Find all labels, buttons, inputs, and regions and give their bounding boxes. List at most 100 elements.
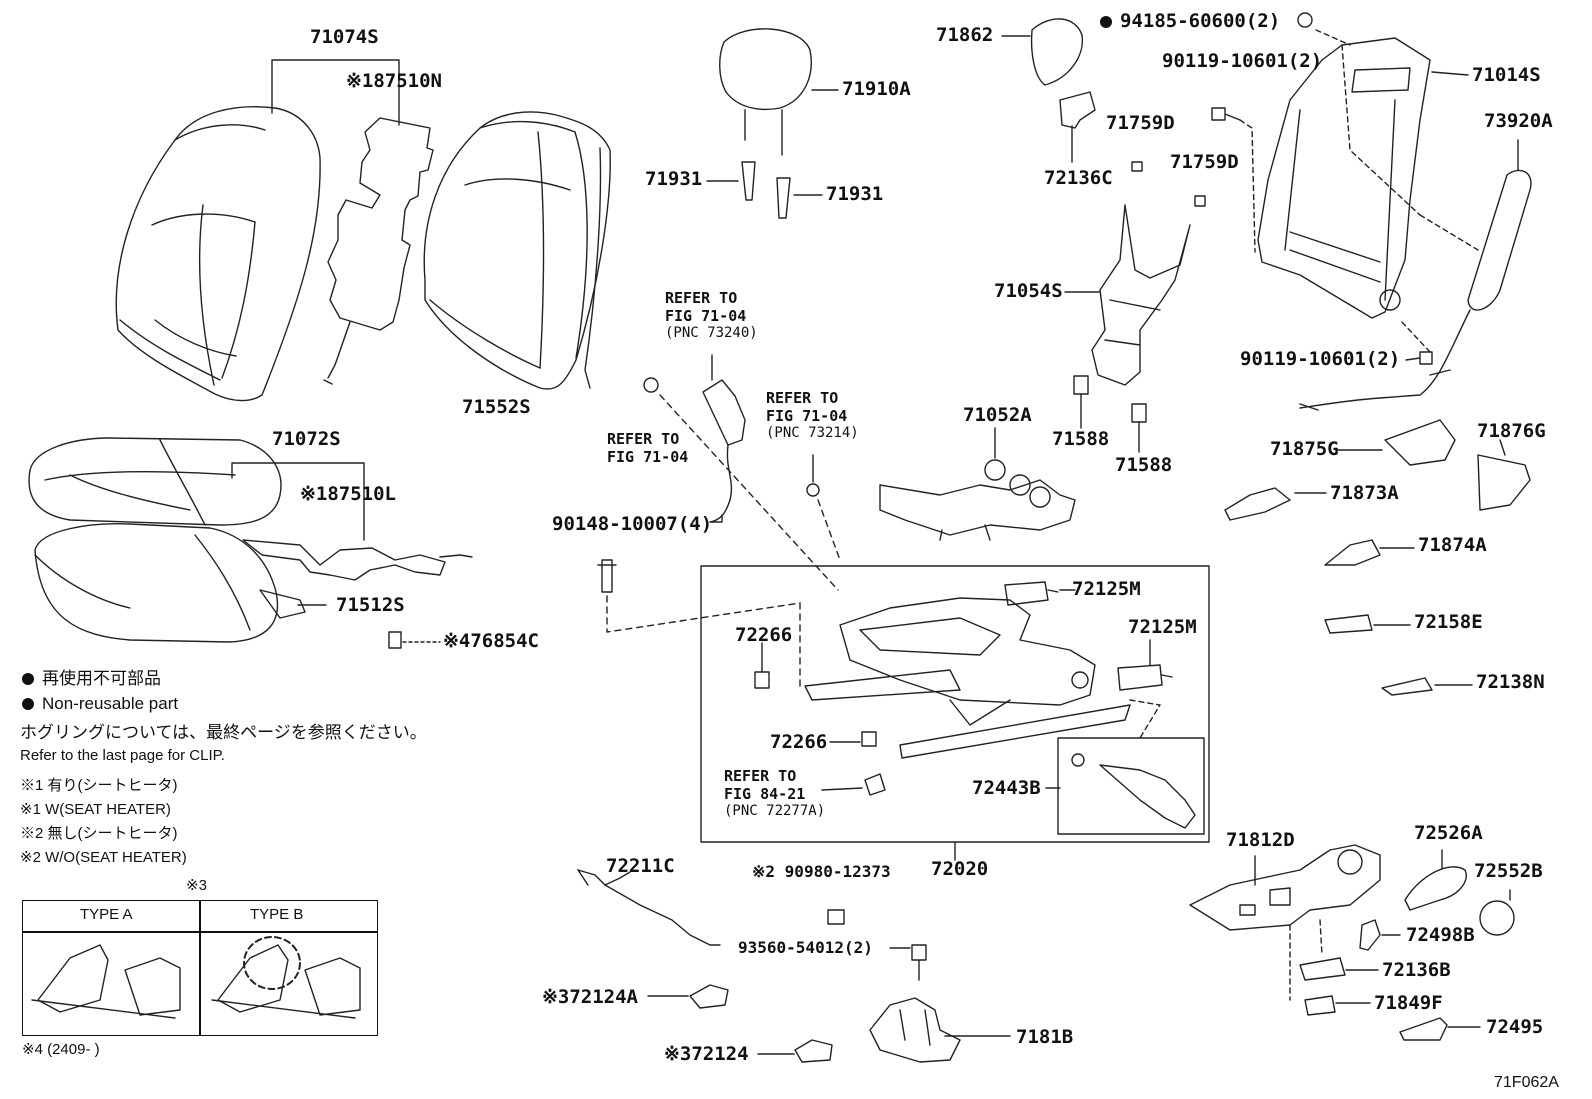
note-3: ※3 bbox=[186, 877, 207, 894]
label-94185-60600[interactable]: 94185-60600(2) bbox=[1100, 12, 1280, 31]
ref-line: REFER TO bbox=[665, 289, 738, 307]
note-text: 再使用不可部品 bbox=[42, 669, 161, 688]
label-7181B[interactable]: 7181B bbox=[1016, 1026, 1074, 1048]
label-73920A[interactable]: 73920A bbox=[1484, 110, 1553, 132]
label-71876G[interactable]: 71876G bbox=[1477, 420, 1546, 442]
subassembly-box bbox=[1057, 737, 1205, 835]
label-72443B[interactable]: 72443B bbox=[972, 777, 1041, 799]
label-72526A[interactable]: 72526A bbox=[1414, 822, 1483, 844]
ref-line: FIG 71-04 bbox=[766, 407, 848, 425]
label-71512S[interactable]: 71512S bbox=[336, 594, 405, 616]
ref-pnc: (PNC 73240) bbox=[665, 325, 758, 341]
label-72136B[interactable]: 72136B bbox=[1382, 959, 1451, 981]
ref-line: REFER TO bbox=[607, 430, 680, 448]
label-72495[interactable]: 72495 bbox=[1486, 1016, 1544, 1038]
seatback-frame-drawing bbox=[1257, 37, 1431, 319]
label-71875G[interactable]: 71875G bbox=[1270, 438, 1339, 460]
label-72211C[interactable]: 72211C bbox=[606, 855, 675, 877]
bracket-drawing bbox=[869, 997, 961, 1063]
cushion-cover-drawing bbox=[28, 437, 282, 526]
non-reusable-dot bbox=[22, 698, 34, 710]
non-reusable-dot bbox=[1100, 16, 1112, 28]
label-71759D-upper[interactable]: 71759D bbox=[1106, 112, 1175, 134]
ref-pnc: (PNC 73214) bbox=[766, 425, 859, 441]
seatback-cover-drawing bbox=[115, 105, 321, 402]
label-71588-right[interactable]: 71588 bbox=[1115, 454, 1173, 476]
label-72124A[interactable]: ※372124A bbox=[542, 986, 638, 1008]
label-71014S[interactable]: 71014S bbox=[1472, 64, 1541, 86]
label-71759D-lower[interactable]: 71759D bbox=[1170, 151, 1239, 173]
label-71931-right[interactable]: 71931 bbox=[826, 183, 884, 205]
label-71873A[interactable]: 71873A bbox=[1330, 482, 1399, 504]
note-nonreusable-en: Non-reusable part bbox=[22, 695, 178, 712]
label-90980-12373[interactable]: ※2 90980-12373 bbox=[752, 862, 891, 881]
label-71874A[interactable]: 71874A bbox=[1418, 534, 1487, 556]
note-1-jp: ※1 有り(シートヒータ) bbox=[20, 777, 178, 794]
label-87510L[interactable]: ※187510L bbox=[300, 483, 396, 505]
cushion-pad-drawing bbox=[34, 523, 306, 643]
ref-line: FIG 71-04 bbox=[607, 448, 689, 466]
label-72138N[interactable]: 72138N bbox=[1476, 671, 1545, 693]
label-71052A[interactable]: 71052A bbox=[963, 404, 1032, 426]
type-legend-divider bbox=[199, 900, 201, 1036]
headrest-drawing bbox=[719, 28, 812, 219]
ref-line: REFER TO bbox=[724, 767, 797, 785]
ref-fig-84-21-pnc-72277A[interactable]: REFER TO FIG 84-21 (PNC 72277A) bbox=[724, 767, 825, 820]
label-72136C[interactable]: 72136C bbox=[1044, 167, 1113, 189]
wiring-drawing bbox=[879, 459, 1076, 541]
label-90119-upper[interactable]: 90119-10601(2) bbox=[1162, 50, 1323, 72]
figure-code: 71F062A bbox=[1494, 1074, 1559, 1091]
note-nonreusable-jp: 再使用不可部品 bbox=[22, 670, 161, 687]
label-72124[interactable]: ※372124 bbox=[664, 1043, 749, 1065]
type-b-sketch bbox=[211, 936, 361, 1019]
cushion-heater-drawing bbox=[242, 539, 473, 581]
label-72552B[interactable]: 72552B bbox=[1474, 860, 1543, 882]
ref-fig-71-04-pnc-73214[interactable]: REFER TO FIG 71-04 (PNC 73214) bbox=[766, 389, 859, 442]
label-93560-54012[interactable]: 93560-54012(2) bbox=[738, 938, 873, 957]
note-2-en: ※2 W/O(SEAT HEATER) bbox=[20, 849, 187, 866]
label-90119-lower[interactable]: 90119-10601(2) bbox=[1240, 348, 1401, 370]
label-72266-upper[interactable]: 72266 bbox=[735, 624, 793, 646]
ref-fig-71-04[interactable]: REFER TO FIG 71-04 bbox=[607, 430, 688, 466]
note-1-en: ※1 W(SEAT HEATER) bbox=[20, 801, 171, 818]
label-71072S[interactable]: 71072S bbox=[272, 428, 341, 450]
label-71054S[interactable]: 71054S bbox=[994, 280, 1063, 302]
label-72125M-lower[interactable]: 72125M bbox=[1128, 616, 1197, 638]
label-71588-left[interactable]: 71588 bbox=[1052, 428, 1110, 450]
type-a-sketch bbox=[31, 944, 181, 1019]
label-71849F[interactable]: 71849F bbox=[1374, 992, 1443, 1014]
label-71074S[interactable]: 71074S bbox=[310, 26, 379, 48]
label-76854C[interactable]: ※476854C bbox=[443, 630, 539, 652]
type-legend-header-rule bbox=[22, 931, 378, 933]
note-2-jp: ※2 無し(シートヒータ) bbox=[20, 825, 178, 842]
cap-drawing bbox=[1030, 18, 1084, 86]
label-71931-left[interactable]: 71931 bbox=[645, 168, 703, 190]
label-71862[interactable]: 71862 bbox=[936, 24, 994, 46]
label-71910A[interactable]: 71910A bbox=[842, 78, 911, 100]
label-87510N[interactable]: ※187510N bbox=[346, 70, 442, 92]
ref-pnc: (PNC 72277A) bbox=[724, 803, 826, 819]
note-clip-jp: ホグリングについては、最終ページを参照ください。 bbox=[20, 723, 427, 742]
side-cover-drawing bbox=[1189, 844, 1381, 1001]
label-72158E[interactable]: 72158E bbox=[1414, 611, 1483, 633]
note-4: ※4 (2409- ) bbox=[22, 1041, 100, 1058]
type-b-header: TYPE B bbox=[250, 906, 304, 923]
ref-line: FIG 84-21 bbox=[724, 785, 806, 803]
label-71552S[interactable]: 71552S bbox=[462, 396, 531, 418]
seatback-heater-drawing bbox=[323, 117, 434, 385]
lumbar-bracket-drawing bbox=[1091, 204, 1191, 386]
label-72266-lower[interactable]: 72266 bbox=[770, 731, 828, 753]
ref-fig-71-04-pnc-73240[interactable]: REFER TO FIG 71-04 (PNC 73240) bbox=[665, 289, 758, 342]
type-a-header: TYPE A bbox=[80, 906, 133, 923]
seat-track-drawing bbox=[804, 597, 1131, 759]
label-72125M-upper[interactable]: 72125M bbox=[1072, 578, 1141, 600]
note-text: Non-reusable part bbox=[42, 694, 179, 713]
note-clip-en: Refer to the last page for CLIP. bbox=[20, 747, 225, 764]
label-72020[interactable]: 72020 bbox=[931, 858, 989, 880]
label-90148-10007[interactable]: 90148-10007(4) bbox=[552, 513, 713, 535]
label-71812D[interactable]: 71812D bbox=[1226, 829, 1295, 851]
label-72498B[interactable]: 72498B bbox=[1406, 924, 1475, 946]
ref-line: FIG 71-04 bbox=[665, 307, 747, 325]
